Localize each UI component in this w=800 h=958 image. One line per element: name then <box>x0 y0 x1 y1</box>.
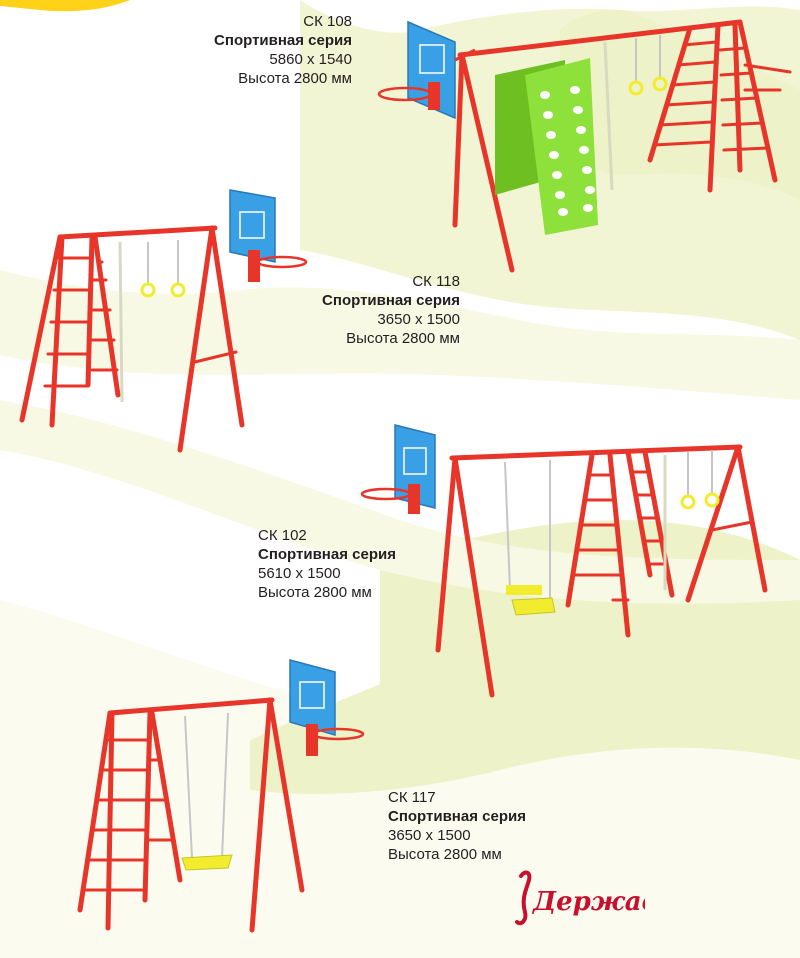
product-dimensions: 3650 х 1500 <box>377 311 460 328</box>
product-series: Спортивная серия <box>258 546 396 563</box>
climbing-wall-sk108 <box>495 58 598 235</box>
product-series: Спортивная серия <box>214 32 352 49</box>
basketball-hoop-sk108 <box>377 20 476 120</box>
brand-logo: Держава <box>515 870 645 926</box>
product-dimensions: 5610 х 1500 <box>258 565 341 582</box>
playset-sk102 <box>435 444 768 698</box>
product-height: Высота 2800 мм <box>346 330 460 347</box>
playset-sk108 <box>452 19 792 273</box>
product-code: СК 108 <box>303 13 352 30</box>
playset-sk118 <box>19 225 245 453</box>
product-caption-sk118: СК 118 Спортивная серия 3650 х 1500 Высо… <box>322 272 460 348</box>
product-dimensions: 3650 х 1500 <box>388 827 471 844</box>
rings-sk102 <box>663 450 720 590</box>
product-series: Спортивная серия <box>388 808 526 825</box>
product-dimensions: 5860 х 1540 <box>269 51 352 68</box>
basketball-hoop-sk117 <box>289 659 365 756</box>
brand-name: Держава <box>531 887 645 917</box>
basketball-hoop-sk118 <box>229 189 308 282</box>
product-code: СК 117 <box>388 789 436 806</box>
basketball-hoop-sk102 <box>360 424 436 514</box>
swing-sk117 <box>181 712 233 871</box>
product-code: СК 118 <box>412 273 460 290</box>
product-height: Высота 2800 мм <box>238 70 352 87</box>
product-height: Высота 2800 мм <box>258 584 372 601</box>
rings-sk118 <box>118 240 186 403</box>
product-caption-sk108: СК 108 Спортивная серия 5860 х 1540 Высо… <box>214 12 352 88</box>
swing-sk102 <box>504 460 556 616</box>
product-series: Спортивная серия <box>322 292 460 309</box>
product-caption-sk117: СК 117 Спортивная серия 3650 х 1500 Высо… <box>388 788 526 864</box>
product-code: СК 102 <box>258 527 307 544</box>
product-caption-sk102: СК 102 Спортивная серия 5610 х 1500 Высо… <box>258 526 396 602</box>
product-height: Высота 2800 мм <box>388 846 502 863</box>
rings-sk108 <box>603 35 668 191</box>
playset-sk117 <box>77 697 305 933</box>
